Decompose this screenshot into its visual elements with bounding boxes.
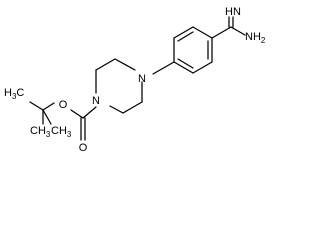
bond bbox=[29, 101, 44, 111]
bond bbox=[173, 26, 194, 39]
imine-label: HN bbox=[225, 6, 241, 18]
benzene-ring bbox=[173, 26, 213, 74]
bond bbox=[82, 106, 97, 119]
carbamate-group bbox=[70, 106, 97, 141]
bond bbox=[42, 109, 52, 125]
bond bbox=[122, 101, 143, 114]
bond bbox=[114, 58, 136, 71]
bond bbox=[173, 61, 194, 74]
bond bbox=[42, 102, 55, 111]
amidine-group bbox=[211, 16, 246, 39]
tert-butyl-group bbox=[29, 101, 55, 125]
piperazine-ring bbox=[95, 58, 143, 114]
bond bbox=[95, 58, 116, 71]
bond bbox=[70, 109, 84, 119]
bond bbox=[192, 61, 213, 74]
bond bbox=[177, 58, 194, 69]
piperazine-n-top-label: N bbox=[138, 73, 146, 85]
bond bbox=[177, 31, 194, 42]
bond bbox=[152, 61, 175, 75]
carbonyl-oxygen-label: O bbox=[79, 142, 88, 154]
bond bbox=[211, 26, 232, 39]
ester-oxygen-label: O bbox=[59, 99, 68, 111]
piperazine-n-bottom-label: N bbox=[92, 95, 100, 107]
amine-label: NH2 bbox=[245, 31, 266, 45]
tert-butyl-right-methyl-label: CH3 bbox=[51, 125, 72, 139]
bond bbox=[109, 105, 124, 114]
tert-butyl-bottom-methyl-label: CH3 bbox=[30, 125, 51, 139]
tert-butyl-left-methyl-label: H3C bbox=[4, 87, 24, 101]
bond bbox=[192, 26, 213, 39]
molecule-structure: HN NH2 N N O O H3C CH3 CH3 bbox=[4, 6, 266, 154]
bond bbox=[230, 26, 246, 36]
